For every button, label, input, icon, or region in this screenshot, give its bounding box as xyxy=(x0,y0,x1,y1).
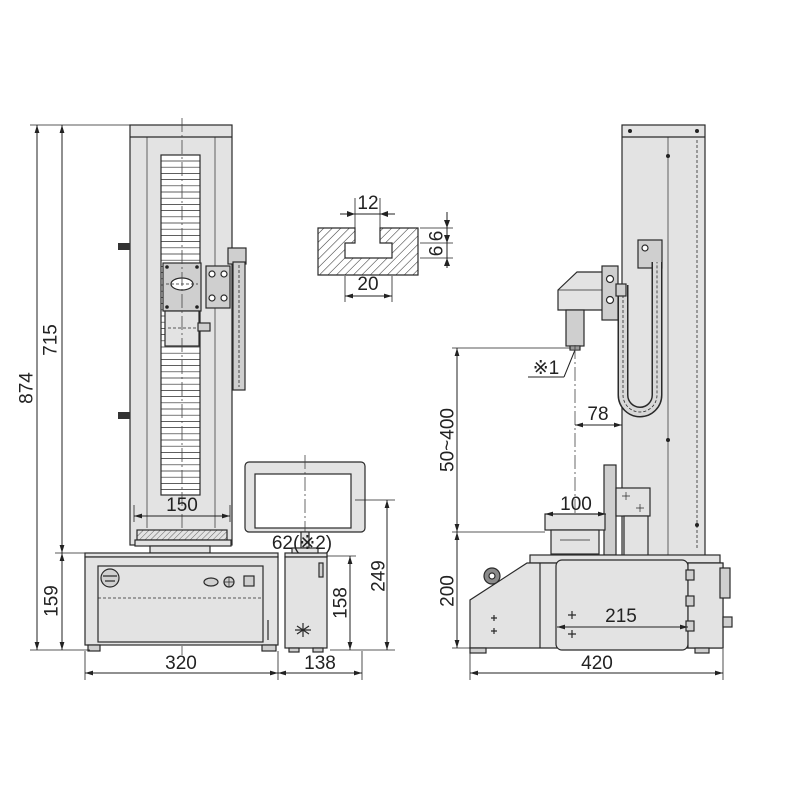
side-base-foot xyxy=(469,647,487,654)
t-slot-detail: 12 20 6 6 xyxy=(317,193,453,302)
base-front-panel xyxy=(97,565,264,643)
bolt-head xyxy=(220,270,228,278)
dim-78-label: 78 xyxy=(587,404,608,425)
bolt-head xyxy=(208,294,216,302)
side-test-table xyxy=(544,513,606,531)
dim-249-label: 249 xyxy=(369,560,390,592)
controller-side-detail xyxy=(318,562,324,578)
dim-6-arrow-bottom xyxy=(444,258,450,266)
cable-chain-side-links xyxy=(622,262,658,413)
control-symbol-icon xyxy=(203,577,219,587)
monitor-screen xyxy=(254,473,352,529)
block-screw xyxy=(165,265,169,269)
dim-50-400-label: 50~400 xyxy=(438,408,459,472)
dim-138-label: 138 xyxy=(304,653,336,674)
dim-6-arrow-top xyxy=(444,220,450,228)
crosshead-arm xyxy=(557,271,608,311)
dim-159-label: 159 xyxy=(42,585,63,617)
side-base-foot xyxy=(694,647,710,654)
side-column-screw xyxy=(695,523,699,527)
dim-320-label: 320 xyxy=(165,653,197,674)
side-column-screw xyxy=(666,154,670,158)
dim-12-arrow-right xyxy=(380,211,388,217)
dim-715-label: 715 xyxy=(41,324,62,356)
side-base-panel xyxy=(555,559,689,651)
t-slot-section xyxy=(317,227,419,276)
connector-port-icon xyxy=(243,575,255,587)
side-column-screw xyxy=(628,129,632,133)
dim-6-slot-label: 6 xyxy=(427,246,448,257)
indenter-holder xyxy=(565,309,585,347)
base-foot xyxy=(261,644,277,652)
dim-20-label: 20 xyxy=(357,274,378,295)
side-column-screw xyxy=(695,129,699,133)
side-knob xyxy=(685,595,695,607)
dim-215-label: 215 xyxy=(605,606,637,627)
side-knob xyxy=(685,569,695,581)
controller-logo-icon xyxy=(295,623,311,637)
controller-foot xyxy=(288,647,300,653)
dim-420-label: 420 xyxy=(581,653,613,674)
side-column-body xyxy=(621,124,706,558)
bolt-head xyxy=(220,294,228,302)
dim-12-label: 12 xyxy=(357,193,378,214)
bolt-head xyxy=(208,270,216,278)
fixture-clamp-box xyxy=(615,487,651,517)
side-bolt xyxy=(118,243,130,250)
side-connector-small xyxy=(722,616,733,628)
base-foot xyxy=(87,644,101,652)
fixture-plate xyxy=(603,464,617,556)
front-view: 62(※2) 874 715 159 150 320 138 158 249 xyxy=(17,118,395,680)
drive-bolt xyxy=(605,274,615,284)
drive-bolt xyxy=(605,295,615,305)
monitor-offset-label: 62(※2) xyxy=(272,533,332,554)
controller-box xyxy=(284,556,328,649)
dim-200-label: 200 xyxy=(438,575,459,607)
block-screw xyxy=(165,305,169,309)
fixture-post xyxy=(623,515,649,557)
dim-158-label: 158 xyxy=(331,587,352,619)
handwheel-grip xyxy=(103,575,117,582)
front-face-marks xyxy=(491,615,497,634)
panel-marks xyxy=(568,611,576,638)
dim-6-arrow-middle xyxy=(444,235,450,243)
control-dial-cross xyxy=(224,577,234,587)
dim-6-neck-label: 6 xyxy=(427,231,448,242)
side-bolt xyxy=(118,412,130,419)
side-connector xyxy=(719,567,731,599)
monitor-stand-foot xyxy=(291,547,319,554)
lift-knob-cap xyxy=(488,572,496,580)
dim-150-label: 150 xyxy=(166,495,198,516)
controller-foot xyxy=(312,647,324,653)
chain-anchor-bracket xyxy=(637,239,663,269)
block-screw xyxy=(195,305,199,309)
table-support xyxy=(149,545,211,554)
side-column-screw xyxy=(666,438,670,442)
side-knob xyxy=(685,620,695,632)
handwheel-knob-icon xyxy=(100,568,120,588)
dim-100-label: 100 xyxy=(560,494,592,515)
side-table-support xyxy=(550,529,600,555)
test-table xyxy=(136,529,228,541)
drive-fitting xyxy=(615,283,627,297)
chain-anchor-pin xyxy=(641,244,649,252)
note-1-leader xyxy=(563,349,576,378)
dim-874-label: 874 xyxy=(17,372,38,404)
dim-12-arrow-left xyxy=(347,211,355,217)
block-screw xyxy=(195,265,199,269)
table-base-plate xyxy=(134,539,232,547)
side-view: ※1 100 50~400 xyxy=(438,124,733,680)
fixture-clamp-marks xyxy=(622,492,644,512)
note-1-label: ※1 xyxy=(533,358,560,379)
small-fitting xyxy=(197,322,211,332)
